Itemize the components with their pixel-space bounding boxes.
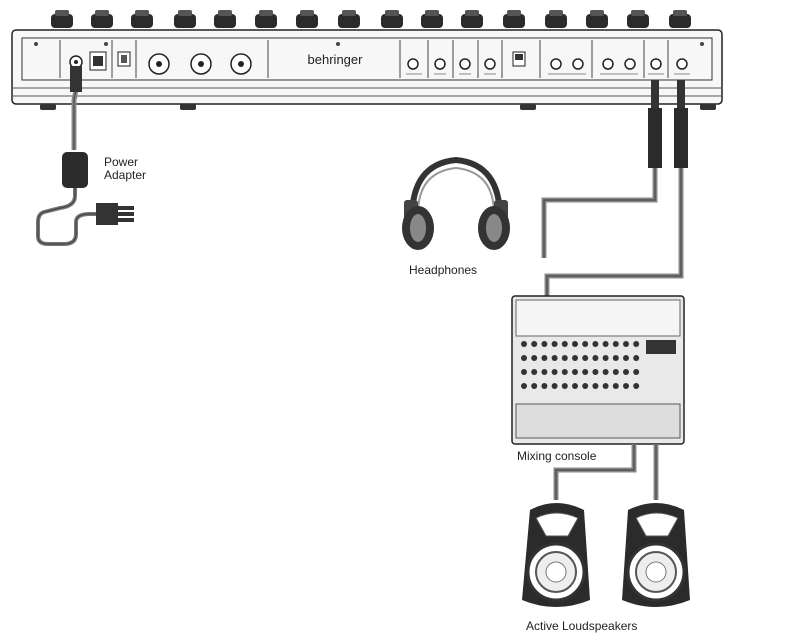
mixing-console-icon <box>511 295 685 500</box>
headphones-label: Headphones <box>409 263 478 277</box>
loudspeaker-right-icon <box>622 503 690 607</box>
mixing-console-label: Mixing console <box>517 449 597 463</box>
active-loudspeakers-label: Active Loudspeakers <box>526 619 638 633</box>
brand-logo: behringer <box>308 52 364 67</box>
synthesizer-rear-panel <box>11 29 723 110</box>
synth-knobs <box>51 10 691 28</box>
loudspeaker-left-icon <box>522 503 590 607</box>
output-cables <box>541 80 688 300</box>
headphones-icon <box>402 156 510 250</box>
power-adapter <box>36 66 134 246</box>
power-adapter-label: Power Adapter <box>104 155 147 182</box>
